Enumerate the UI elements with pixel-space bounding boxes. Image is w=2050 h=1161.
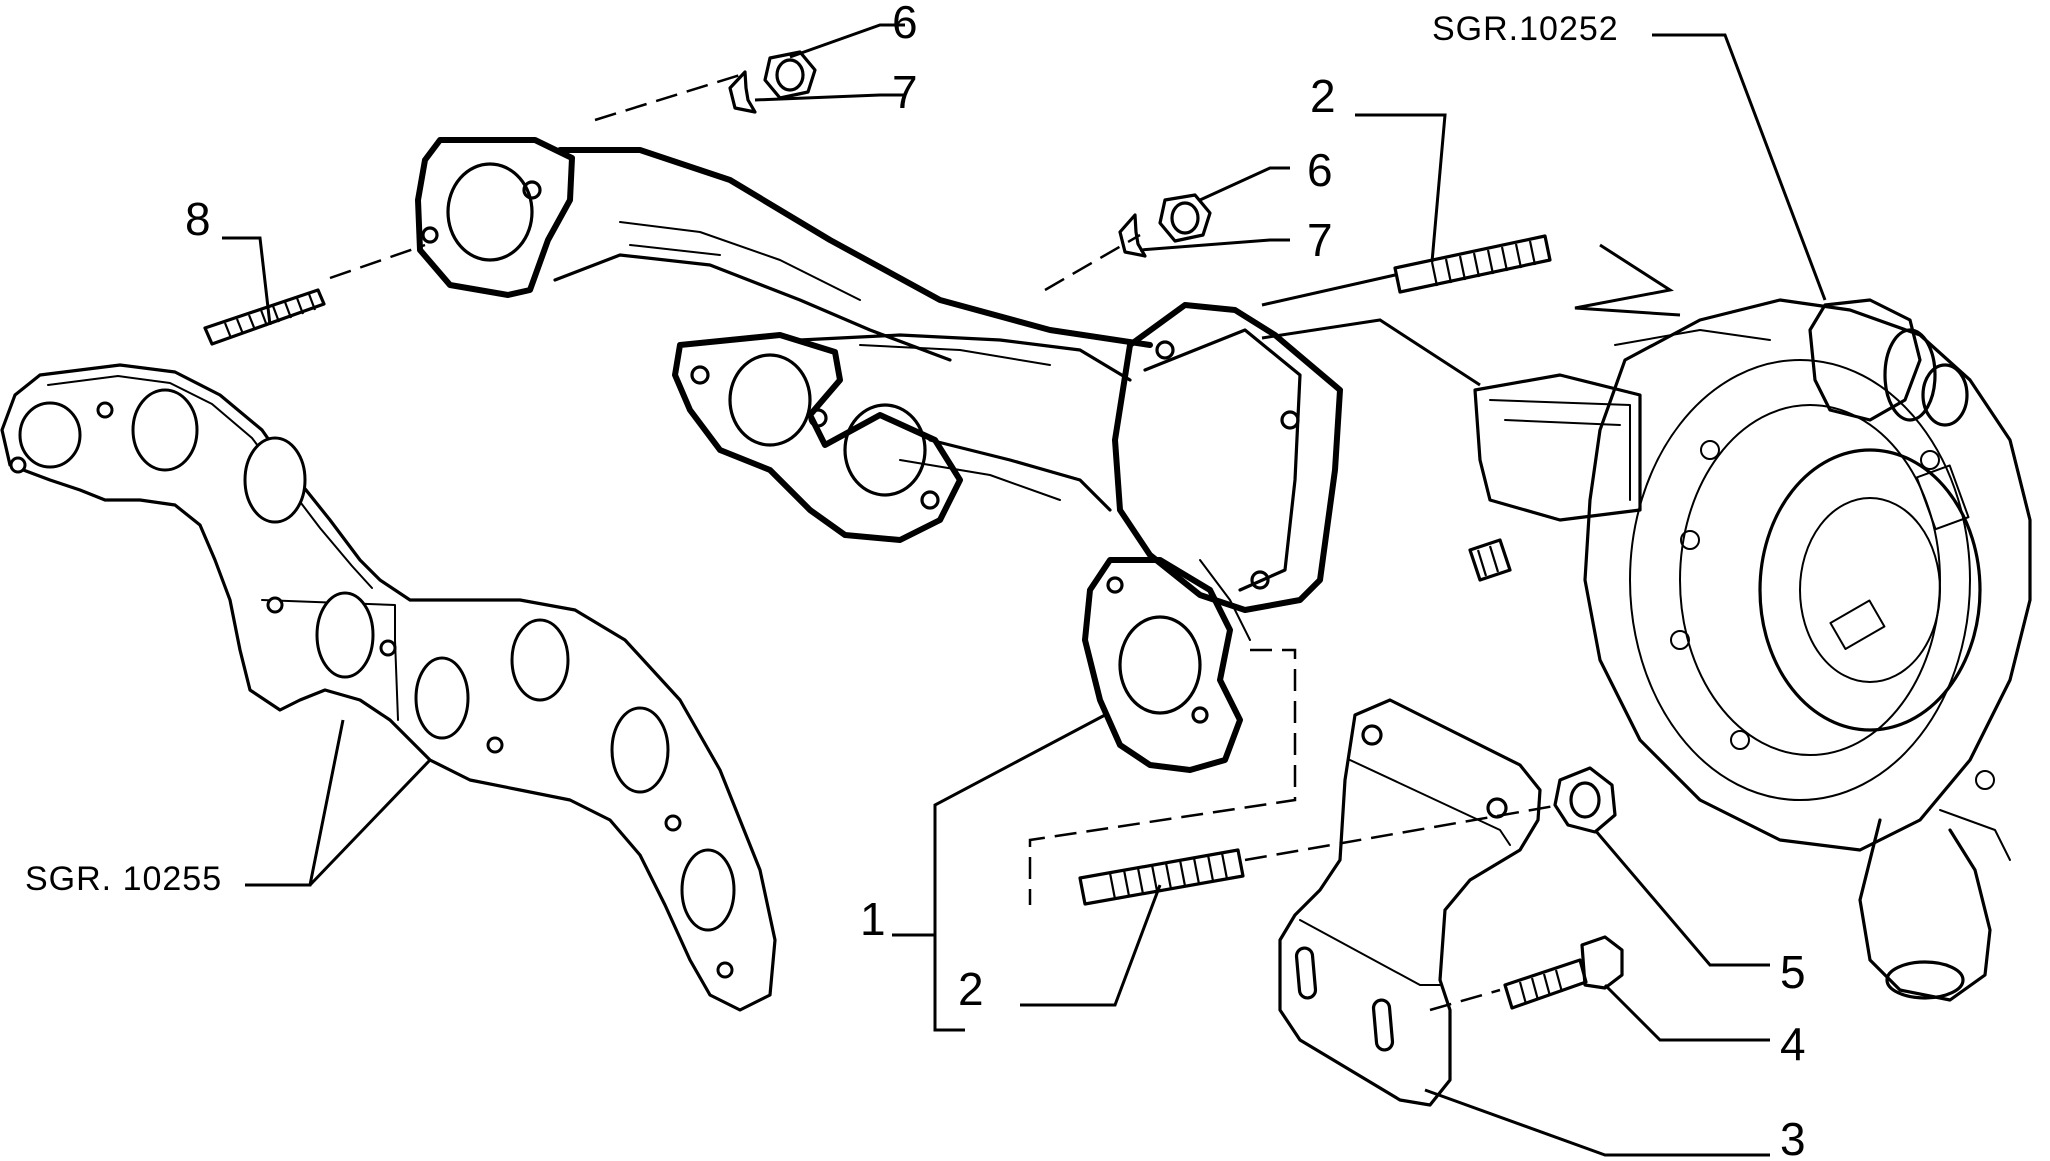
- manifold-gasket: [0, 363, 777, 1012]
- callout-1: 1: [860, 893, 886, 945]
- nut-washer-upper: [728, 50, 817, 114]
- callout-3: 3: [1780, 1113, 1806, 1161]
- callout-2-lower: 2: [958, 963, 984, 1015]
- bolt-4: [1503, 935, 1624, 1010]
- callout-5: 5: [1780, 946, 1806, 998]
- assembly-lines: [329, 73, 1681, 1012]
- callout-8: 8: [185, 193, 211, 245]
- support-bracket: [1278, 698, 1542, 1107]
- callout-7-upper: 7: [892, 66, 918, 118]
- reference-gasket: SGR. 10255: [25, 860, 222, 898]
- leader-lines: [222, 23, 1827, 1157]
- stud-8: [203, 288, 326, 346]
- callout-6-middle: 6: [1307, 144, 1333, 196]
- callout-6-upper: 6: [892, 0, 918, 48]
- nut-washer-middle: [1118, 193, 1212, 258]
- stud-2-lower: [1078, 848, 1245, 906]
- callout-2-upper: 2: [1310, 70, 1336, 122]
- nut-5: [1553, 766, 1617, 834]
- callout-labels: 6 7 6 7 8 2 1 2 5 4 3 SGR.10252 SGR. 102…: [25, 0, 1806, 1161]
- callout-4: 4: [1780, 1018, 1806, 1070]
- exhaust-manifold: [415, 137, 1343, 773]
- stud-2-upper: [1393, 234, 1552, 294]
- callout-7-middle: 7: [1307, 214, 1333, 266]
- turbocharger: [1468, 298, 2032, 1002]
- reference-turbo: SGR.10252: [1432, 10, 1619, 48]
